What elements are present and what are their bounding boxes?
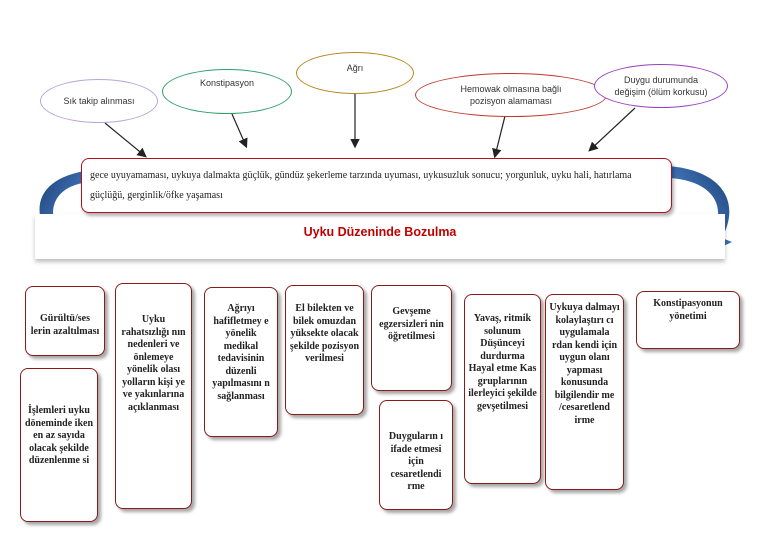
arrow-sik-takip xyxy=(104,122,147,158)
oval-konstipasyon-label: Konstipasyon xyxy=(199,77,255,88)
box-islemleri-text: İşlemleri uyku döneminde iken en az sayı… xyxy=(24,405,94,466)
box-yavas: Yavaş, ritmik solunum Düşünceyi durdurma… xyxy=(464,294,541,484)
arrow-duygu xyxy=(588,107,636,152)
box-uykuya-dalmayi-text: Uykuya dalmayı kolaylaştırı cı uygulamal… xyxy=(549,302,620,426)
diagram-title: Uyku Düzeninde Bozulma xyxy=(303,225,457,239)
box-islemleri: İşlemleri uyku döneminde iken en az sayı… xyxy=(20,368,98,522)
oval-hemowak: Hemowak olmasına bağlı pozisyon alamamas… xyxy=(415,73,607,117)
arrow-konstipasyon xyxy=(231,113,248,149)
box-uykuya-dalmayi: Uykuya dalmayı kolaylaştırı cı uygulamal… xyxy=(545,294,624,490)
box-agriyi-text: Ağrıyı hafifletmey e yönelik medikal ted… xyxy=(212,303,270,402)
title-band xyxy=(35,214,725,259)
box-yavas-text: Yavaş, ritmik solunum Düşünceyi durdurma… xyxy=(468,313,537,412)
box-el-bilekten-text: El bilekten ve bilek omuzdan yüksekte ol… xyxy=(289,303,360,364)
oval-agri-label: Ağrı xyxy=(346,63,364,73)
box-el-bilekten: El bilekten ve bilek omuzdan yüksekte ol… xyxy=(285,285,364,415)
box-konstipasyonun-text: Konstipasyonun yönetimi xyxy=(653,298,723,322)
oval-konstipasyon: Konstipasyon xyxy=(162,69,292,114)
oval-duygu-label: Duygu durumunda değişim (ölüm korkusu) xyxy=(614,75,708,97)
oval-duygu: Duygu durumunda değişim (ölüm korkusu) xyxy=(594,64,728,108)
box-gevseme: Gevşeme egzersizleri nin öğretilmesi xyxy=(371,285,452,391)
oval-agri: Ağrı xyxy=(296,52,414,94)
oval-hemowak-label: Hemowak olmasına bağlı pozisyon alamamas… xyxy=(460,84,562,106)
box-gurultu-text: Gürültü/ses lerin azaltılması xyxy=(30,313,100,337)
box-duygularin-text: Duyguların ı ifade etmesi için cesaretle… xyxy=(388,431,444,492)
box-uyku-rahatsizligi: Uyku rahatsızlığı nın nedenleri ve önlem… xyxy=(115,283,192,509)
symptom-description: gece uyuyamaması, uykuya dalmakta güçlük… xyxy=(81,158,672,213)
box-agriyi: Ağrıyı hafifletmey e yönelik medikal ted… xyxy=(204,287,278,437)
box-gurultu: Gürültü/ses lerin azaltılması xyxy=(25,286,105,356)
box-duygularin: Duyguların ı ifade etmesi için cesaretle… xyxy=(379,400,453,510)
box-uyku-rahatsizligi-text: Uyku rahatsızlığı nın nedenleri ve önlem… xyxy=(121,314,186,413)
oval-sik-takip: Sık takip alınması xyxy=(40,79,158,123)
box-konstipasyonun: Konstipasyonun yönetimi xyxy=(636,291,740,349)
oval-sik-takip-label: Sık takip alınması xyxy=(63,96,135,106)
arrow-hemowak xyxy=(492,115,506,159)
box-gevseme-text: Gevşeme egzersizleri nin öğretilmesi xyxy=(379,306,444,342)
